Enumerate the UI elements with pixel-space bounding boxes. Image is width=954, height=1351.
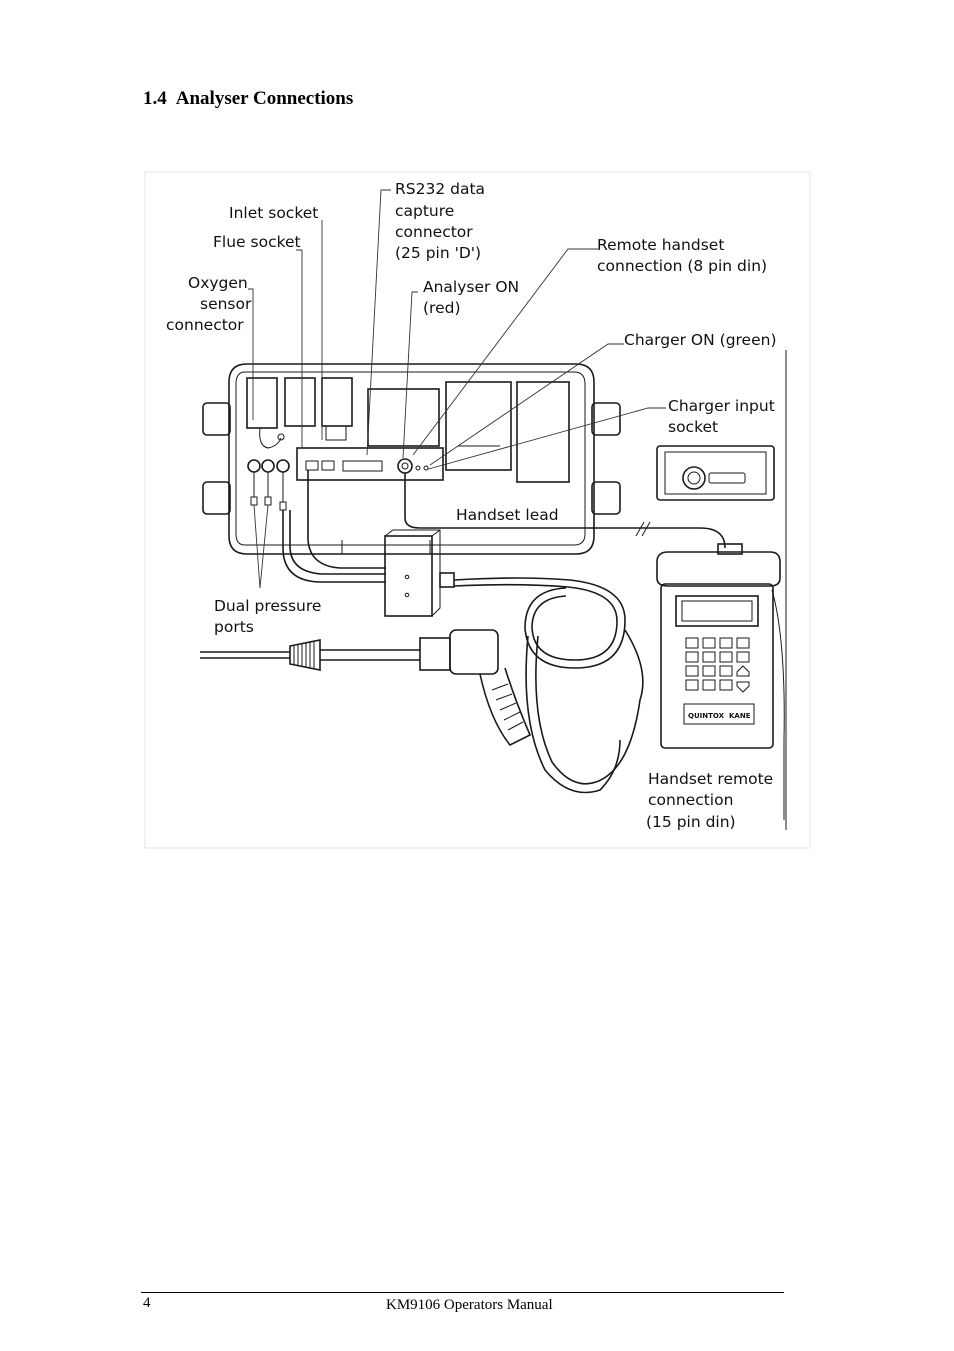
label-charger-input-line-1: Charger input	[668, 397, 775, 415]
label-analyser-on-line-1: Analyser ON	[423, 278, 519, 296]
section-heading: 1.4 Analyser Connections	[143, 88, 353, 110]
charger-socket-detail	[656, 445, 775, 501]
label-rs232-line-3: connector	[395, 223, 473, 241]
leader-lines	[248, 189, 666, 589]
label-rs232-line-1: RS232 data	[395, 180, 485, 198]
label-oxygen-line-1: Oxygen	[188, 274, 248, 292]
label-rs232-line-2: capture	[395, 202, 454, 220]
page-number: 4	[143, 1295, 151, 1311]
footer-divider	[141, 1292, 784, 1293]
label-charger-on: Charger ON (green)	[624, 331, 777, 349]
label-oxygen-line-2: sensor	[200, 295, 252, 313]
label-handset-remote-line-3: (15 pin din)	[646, 813, 736, 831]
label-dual-pressure-line-1: Dual pressure	[214, 597, 321, 615]
label-rs232-line-4: (25 pin 'D')	[395, 244, 481, 262]
junction-block	[384, 529, 455, 617]
label-handset-remote-line-2: connection	[648, 791, 733, 809]
label-remote-handset-line-2: connection (8 pin din)	[597, 257, 767, 275]
section-title: Analyser Connections	[175, 88, 354, 109]
label-remote-handset-line-1: Remote handset	[597, 236, 724, 254]
handset-brand-text: QUINTOX	[688, 712, 725, 720]
flue-probe	[200, 629, 532, 747]
label-handset-remote-line-1: Handset remote	[648, 770, 773, 788]
label-charger-input-line-2: socket	[668, 418, 718, 436]
label-flue-socket: Flue socket	[213, 233, 301, 251]
label-inlet-socket: Inlet socket	[229, 204, 318, 222]
section-number: 1.4	[143, 88, 167, 109]
analyser-unit	[202, 363, 621, 555]
label-analyser-on-line-2: (red)	[423, 299, 461, 317]
label-handset-lead: Handset lead	[456, 506, 559, 524]
handset-model-text: KANE	[729, 712, 751, 720]
remote-handset: QUINTOX KANE	[656, 543, 785, 820]
footer-title: KM9106 Operators Manual	[386, 1297, 553, 1313]
label-oxygen-line-3: connector	[166, 316, 244, 334]
label-dual-pressure-line-2: ports	[214, 618, 254, 636]
